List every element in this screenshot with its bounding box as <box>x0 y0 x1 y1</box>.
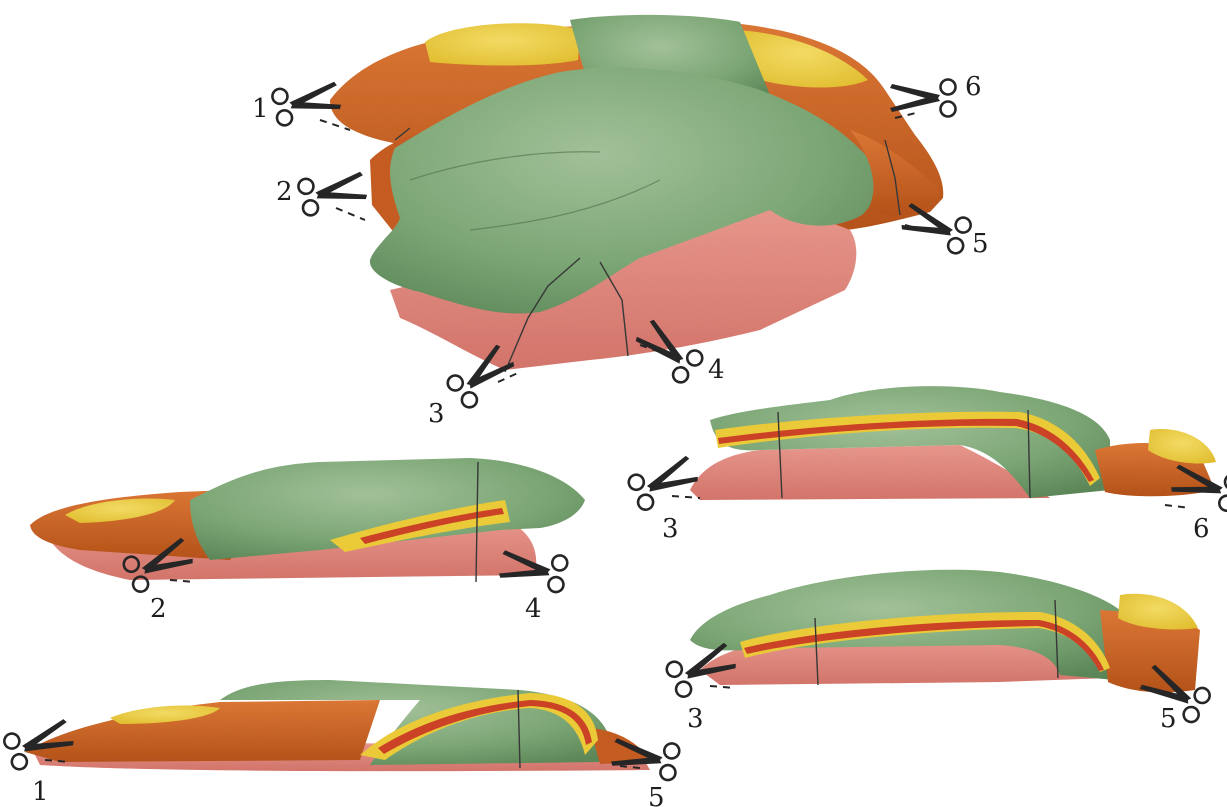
dashed-cut-line <box>672 496 700 498</box>
scissors-icon <box>297 167 369 217</box>
section-3-6 <box>690 386 1216 500</box>
section-1-5 <box>25 680 650 771</box>
label-cut-2: 2 <box>276 177 293 207</box>
section-3-5 <box>690 570 1200 693</box>
scissors-icon <box>626 451 701 512</box>
label-cut-1: 1 <box>252 94 269 124</box>
label-section-1-5-right: 5 <box>648 783 665 807</box>
label-cut-6: 6 <box>965 72 982 102</box>
label-section-3-6-right: 6 <box>1193 514 1210 544</box>
label-section-2-4-right: 4 <box>525 594 542 624</box>
dashed-cut-line <box>170 580 195 582</box>
scissors-icon <box>890 80 956 117</box>
label-section-2-4-left: 2 <box>150 594 167 624</box>
label-section-3-5-left: 3 <box>687 704 704 734</box>
back-yellow-left <box>425 23 580 65</box>
label-section-3-6-left: 3 <box>662 514 679 544</box>
dashed-cut-line <box>710 686 735 688</box>
label-cut-4: 4 <box>708 355 725 385</box>
dashed-cut-line <box>498 372 520 382</box>
label-section-3-5-right: 5 <box>1160 704 1177 734</box>
dashed-cut-line <box>1165 505 1190 508</box>
top-clay-block <box>330 15 943 372</box>
section-2-4 <box>30 458 585 582</box>
dashed-cut-line <box>336 208 365 220</box>
label-cut-3: 3 <box>428 399 445 429</box>
label-cut-5: 5 <box>972 229 989 259</box>
label-section-1-5-left: 1 <box>32 777 49 807</box>
